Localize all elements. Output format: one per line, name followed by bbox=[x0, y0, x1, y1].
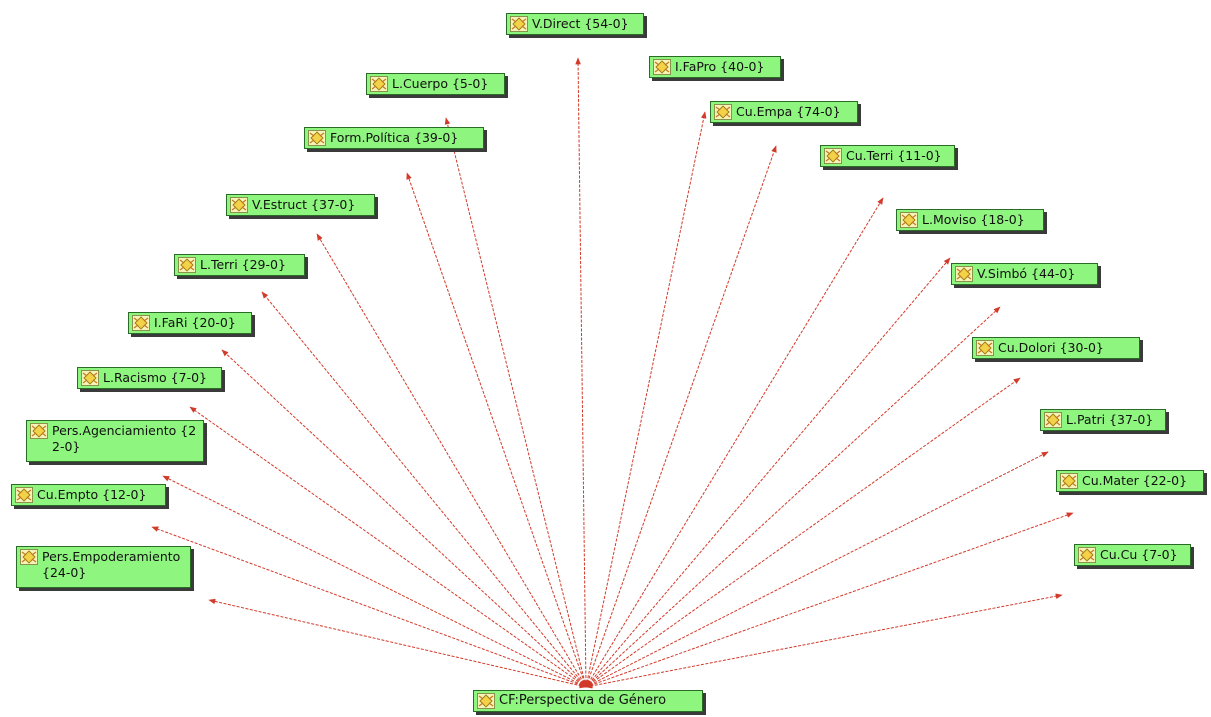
code-node-form-politica[interactable]: Form.Política {39-0} bbox=[304, 127, 484, 149]
relation-edge-pers-empoderamiento bbox=[208, 598, 587, 689]
relation-edge-cu-dolori bbox=[585, 377, 1021, 688]
code-node-l-cuerpo[interactable]: L.Cuerpo {5-0} bbox=[366, 73, 505, 95]
relation-edge-v-direct bbox=[575, 57, 589, 688]
code-icon bbox=[308, 130, 326, 146]
code-node-cu-terri[interactable]: Cu.Terri {11-0} bbox=[820, 145, 955, 167]
code-node-label: Pers.Empoderamiento {24-0} bbox=[42, 549, 181, 580]
code-node-cu-empa[interactable]: Cu.Empa {74-0} bbox=[710, 101, 858, 123]
code-node-l-moviso[interactable]: L.Moviso {18-0} bbox=[896, 209, 1044, 231]
code-icon bbox=[824, 148, 842, 164]
code-node-label: Cu.Empa {74-0} bbox=[736, 104, 841, 119]
code-icon bbox=[370, 76, 388, 92]
code-icon bbox=[81, 370, 99, 386]
code-node-pers-agenciamiento[interactable]: Pers.Agenciamiento {22-0} bbox=[26, 420, 204, 462]
code-node-l-terri[interactable]: L.Terri {29-0} bbox=[174, 254, 305, 276]
code-icon bbox=[900, 212, 918, 228]
code-node-v-simbo[interactable]: V.Simbó {44-0} bbox=[951, 263, 1098, 285]
code-node-label: V.Estruct {37-0} bbox=[252, 197, 356, 212]
code-family-root-node[interactable]: CF:Perspectiva de Género bbox=[473, 690, 703, 712]
relation-edge-cu-terri bbox=[585, 197, 884, 688]
code-icon bbox=[976, 340, 994, 356]
relation-edge-l-moviso bbox=[585, 257, 951, 688]
code-family-icon bbox=[477, 693, 495, 709]
relation-edge-i-fari bbox=[221, 349, 587, 688]
code-icon bbox=[1044, 412, 1062, 428]
code-node-label: Cu.Mater {22-0} bbox=[1082, 473, 1188, 488]
code-node-pers-empoderamiento[interactable]: Pers.Empoderamiento {24-0} bbox=[16, 546, 191, 588]
code-node-i-fapro[interactable]: I.FaPro {40-0} bbox=[649, 56, 781, 78]
relation-edge-v-simbo bbox=[585, 306, 1001, 688]
code-node-cu-mater[interactable]: Cu.Mater {22-0} bbox=[1056, 470, 1204, 492]
relation-edge-cu-cu bbox=[585, 593, 1063, 689]
relation-edge-cu-empto bbox=[151, 526, 587, 688]
code-node-label: L.Terri {29-0} bbox=[200, 257, 286, 272]
code-node-label: Pers.Agenciamiento {22-0} bbox=[52, 423, 197, 454]
relation-edge-cu-mater bbox=[585, 512, 1074, 688]
code-node-label: V.Direct {54-0} bbox=[532, 16, 629, 31]
code-node-l-patri[interactable]: L.Patri {37-0} bbox=[1040, 409, 1166, 431]
code-icon bbox=[132, 315, 150, 331]
relation-edge-l-patri bbox=[585, 451, 1049, 688]
code-node-v-estruct[interactable]: V.Estruct {37-0} bbox=[226, 194, 375, 216]
code-node-label: Cu.Terri {11-0} bbox=[846, 148, 942, 163]
code-icon bbox=[178, 257, 196, 273]
code-node-label: I.FaRi {20-0} bbox=[154, 315, 236, 330]
relation-edge-pers-agenciamiento bbox=[162, 475, 587, 688]
relation-edge-l-racismo bbox=[189, 406, 587, 688]
code-node-label: Cu.Dolori {30-0} bbox=[998, 340, 1104, 355]
code-icon bbox=[955, 266, 973, 282]
code-icon bbox=[510, 16, 528, 32]
root-node-label: CF:Perspectiva de Género bbox=[499, 693, 667, 708]
code-icon bbox=[1078, 547, 1096, 563]
code-icon bbox=[714, 104, 732, 120]
code-node-l-racismo[interactable]: L.Racismo {7-0} bbox=[77, 367, 222, 389]
code-icon bbox=[653, 59, 671, 75]
code-node-label: Form.Política {39-0} bbox=[330, 130, 459, 145]
code-node-label: V.Simbó {44-0} bbox=[977, 266, 1076, 281]
code-node-label: Cu.Cu {7-0} bbox=[1100, 547, 1178, 562]
code-node-label: L.Moviso {18-0} bbox=[922, 212, 1025, 227]
code-icon bbox=[30, 423, 48, 439]
code-node-label: L.Cuerpo {5-0} bbox=[392, 76, 489, 91]
relation-edge-i-fapro bbox=[584, 111, 707, 688]
code-node-cu-empto[interactable]: Cu.Empto {12-0} bbox=[11, 484, 166, 506]
code-icon bbox=[1060, 473, 1078, 489]
code-node-label: L.Patri {37-0} bbox=[1066, 412, 1154, 427]
code-node-cu-cu[interactable]: Cu.Cu {7-0} bbox=[1074, 544, 1191, 566]
code-icon bbox=[20, 549, 38, 565]
code-node-cu-dolori[interactable]: Cu.Dolori {30-0} bbox=[972, 337, 1140, 359]
code-node-v-direct[interactable]: V.Direct {54-0} bbox=[506, 13, 644, 35]
code-node-i-fari[interactable]: I.FaRi {20-0} bbox=[128, 312, 252, 334]
code-node-label: Cu.Empto {12-0} bbox=[37, 487, 147, 502]
code-node-label: I.FaPro {40-0} bbox=[675, 59, 765, 74]
code-node-label: L.Racismo {7-0} bbox=[103, 370, 207, 385]
code-icon bbox=[15, 487, 33, 503]
code-icon bbox=[230, 197, 248, 213]
